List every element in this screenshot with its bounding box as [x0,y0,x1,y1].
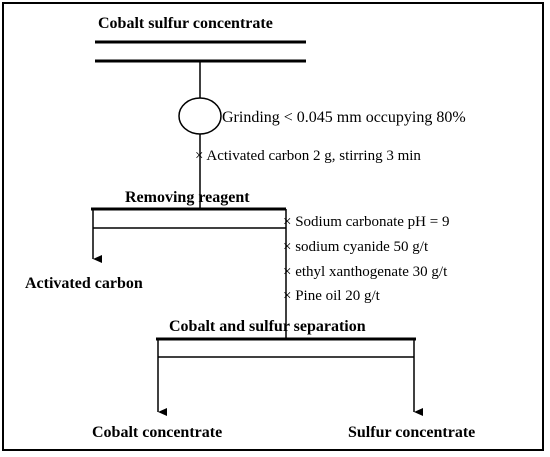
activation-label: × Activated carbon 2 g, stirring 3 min [195,148,421,164]
reagent-2: × sodium cyanide 50 g/t [283,239,429,255]
reagent-4: × Pine oil 20 g/t [283,288,381,304]
feed-label: Cobalt sulfur concentrate [98,15,273,32]
grinding-mill [178,97,222,135]
activated-carbon-label: Activated carbon [25,275,143,292]
diagram-border [2,2,544,451]
separation-label: Cobalt and sulfur separation [169,318,366,335]
reagent-3: × ethyl xanthogenate 30 g/t [283,264,448,280]
cobalt-concentrate-label: Cobalt concentrate [92,424,222,441]
sulfur-concentrate-label: Sulfur concentrate [348,424,475,441]
removing-reagent-label: Removing reagent [125,189,250,206]
reagent-1: × Sodium carbonate pH = 9 [283,214,449,230]
grinding-label: Grinding < 0.045 mm occupying 80% [222,109,466,126]
